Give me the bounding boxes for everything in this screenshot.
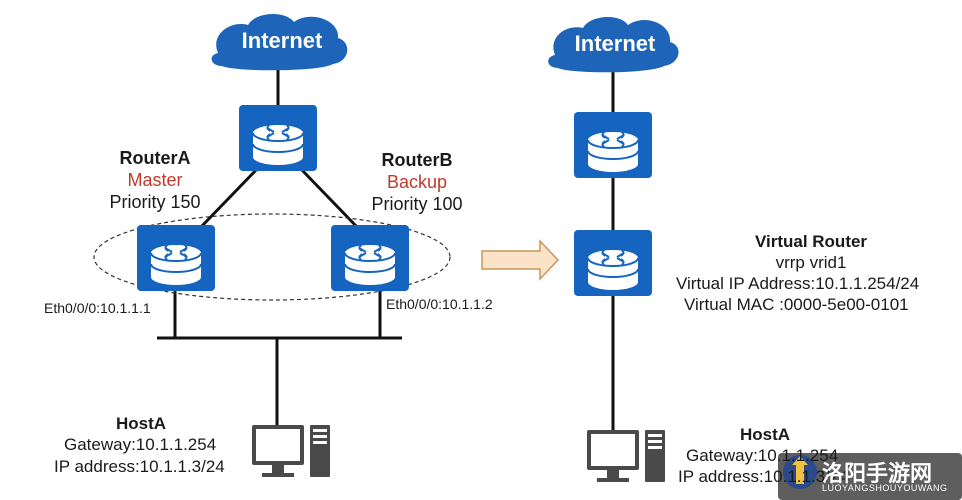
gateway-router-icon bbox=[238, 104, 318, 172]
host-a-ip: IP address:10.1.1.3/24 bbox=[54, 457, 225, 476]
host-a-gateway: Gateway:10.1.1.254 bbox=[686, 446, 839, 465]
host-a-ip: IP address:10.1.1.3/24 bbox=[678, 467, 849, 486]
host-a-pc-icon bbox=[587, 430, 665, 482]
gateway-router-icon bbox=[573, 111, 653, 179]
router-b-priority: Priority 100 bbox=[371, 194, 463, 214]
cloud-label: Internet bbox=[242, 28, 323, 53]
watermark-title: 洛阳手游网 bbox=[822, 461, 933, 486]
cloud-icon bbox=[211, 14, 348, 71]
router-a-role: Master bbox=[127, 170, 183, 190]
router-b-role: Backup bbox=[386, 172, 448, 192]
host-a-pc-icon bbox=[252, 425, 330, 477]
cloud-icon bbox=[548, 17, 679, 73]
virtual-router-vrid: vrrp vrid1 bbox=[775, 253, 847, 272]
cloud-label: Internet bbox=[575, 31, 656, 56]
left-connection-lines bbox=[157, 68, 402, 425]
vrrp-group-outline bbox=[93, 213, 451, 301]
host-a-gateway: Gateway:10.1.1.254 bbox=[64, 435, 217, 454]
router-a-icon bbox=[136, 224, 216, 292]
virtual-router-vip: Virtual IP Address:10.1.1.254/24 bbox=[676, 274, 920, 293]
virtual-router-icon bbox=[573, 229, 653, 297]
router-b-name: RouterB bbox=[381, 150, 453, 170]
host-a-name: HostA bbox=[740, 425, 791, 444]
router-b-interface: Eth0/0/0:10.1.1.2 bbox=[386, 296, 493, 312]
router-a-priority: Priority 150 bbox=[109, 192, 201, 212]
host-a-name: HostA bbox=[116, 414, 167, 433]
arrow-icon bbox=[481, 239, 560, 281]
watermark-subtitle: LUOYANGSHOUYOUWANG bbox=[822, 483, 948, 493]
router-a-interface: Eth0/0/0:10.1.1.1 bbox=[44, 300, 151, 316]
virtual-router-title: Virtual Router bbox=[754, 232, 868, 251]
router-a-name: RouterA bbox=[119, 148, 191, 168]
watermark-logo bbox=[778, 453, 962, 500]
router-b-icon bbox=[330, 224, 410, 292]
virtual-router-vmac: Virtual MAC :0000-5e00-0101 bbox=[684, 295, 909, 314]
